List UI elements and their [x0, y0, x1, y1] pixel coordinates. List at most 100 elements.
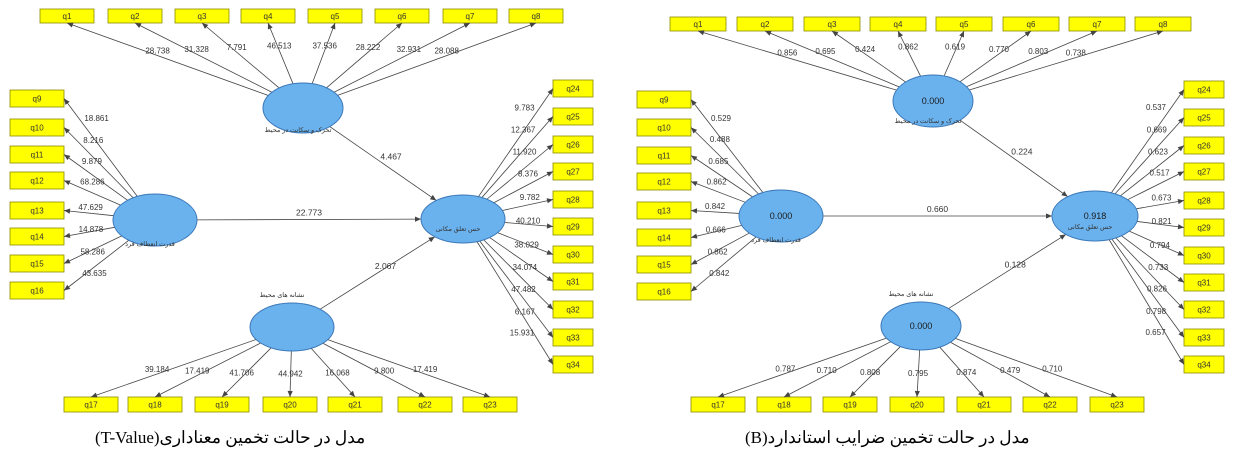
left-latent-individual	[112, 193, 198, 247]
left-loading-q17: 39.184	[145, 365, 170, 374]
right-item-q8-label: q8	[1159, 20, 1168, 29]
right-item-q1-label: q1	[694, 20, 703, 29]
left-loading-line-q27-head	[546, 171, 553, 177]
left-loading-q2: 31.328	[184, 45, 209, 54]
left-loading-line-q32-head	[546, 303, 553, 310]
right-loading-line-q28-head	[1177, 198, 1184, 205]
right-loading-line-q14-head	[691, 233, 698, 239]
left-item-q4-label: q4	[264, 12, 273, 21]
right-item-q6-label: q6	[1027, 20, 1036, 29]
left-loading-line-q13	[63, 210, 114, 217]
left-item-q21-label: q21	[348, 401, 362, 410]
left-loading-q25: 12.367	[511, 125, 536, 134]
right-loading-q22: 0.479	[1000, 366, 1021, 375]
left-loading-line-q17	[90, 339, 257, 398]
right-loading-q12: 0.862	[707, 178, 728, 187]
right-item-q12-label: q12	[657, 178, 671, 187]
left-item-q23-label: q23	[483, 401, 497, 410]
right-loading-q20: 0.795	[908, 369, 929, 378]
right-loading-line-q21	[939, 346, 985, 398]
right-loading-q25: 0.669	[1147, 125, 1168, 134]
right-item-q5-label: q5	[960, 20, 969, 29]
left-loading-q20: 44.942	[278, 370, 303, 379]
right-loading-q5: 0.619	[945, 42, 966, 51]
left-loading-line-q10	[63, 127, 134, 199]
right-loading-line-q4	[897, 30, 921, 77]
right-loading-line-q12-head	[691, 181, 698, 187]
right-loading-line-q15	[690, 232, 750, 265]
left-loading-line-q8-head	[529, 22, 536, 28]
left-loading-q9: 18.861	[84, 114, 109, 123]
right-loading-line-q3	[831, 30, 906, 83]
right-item-q33-label: q33	[1197, 334, 1211, 343]
left-path-line-environment	[319, 236, 436, 310]
right-path-coef-mobility: 0.224	[1011, 146, 1033, 156]
right-item-q10-label: q10	[657, 124, 671, 133]
left-loading-line-q26-head	[546, 144, 553, 151]
right-loading-q15: 0.862	[708, 248, 729, 257]
right-item-q23-label: q23	[1110, 401, 1124, 410]
left-loading-q22: 9.800	[374, 367, 395, 376]
left-loading-line-q22-head	[418, 391, 425, 397]
right-loading-q28: 0.673	[1151, 193, 1172, 202]
left-loading-line-q30	[497, 232, 554, 255]
right-loading-line-q16	[690, 236, 757, 292]
right-item-q19-label: q19	[843, 401, 857, 410]
left-loading-line-q30-head	[546, 249, 553, 255]
right-loading-line-q20-head	[914, 390, 920, 397]
left-item-q24-label: q24	[566, 85, 580, 94]
right-loading-line-q34-head	[1178, 358, 1184, 365]
left-item-q13-label: q13	[30, 207, 44, 216]
right-latent-label-individual: قدرت انعطاف فرد	[751, 236, 801, 244]
left-loading-line-q6-head	[395, 23, 402, 29]
left-path-line-environment-head	[428, 236, 435, 243]
right-loading-q4: 0.862	[898, 42, 919, 51]
left-path-line-mobility-head	[429, 194, 437, 201]
right-loading-line-q17	[717, 337, 887, 398]
right-loading-q26: 0.623	[1148, 148, 1169, 157]
left-loading-line-q25	[481, 116, 554, 198]
left-loading-q6: 28.222	[356, 43, 381, 52]
left-loading-q12: 68.286	[80, 178, 105, 187]
left-loading-q15: 58.286	[80, 248, 105, 257]
right-loading-line-q32-head	[1177, 303, 1184, 310]
left-loading-line-q16	[63, 239, 130, 291]
right-loading-line-q13	[690, 210, 740, 214]
right-loading-line-q29-head	[1177, 224, 1184, 230]
left-loading-line-q26	[486, 144, 554, 200]
right-item-q32-label: q32	[1197, 306, 1211, 315]
right-loading-line-q4-head	[898, 31, 904, 38]
right-loading-q34: 0.657	[1146, 328, 1167, 337]
right-item-q14-label: q14	[657, 234, 671, 243]
left-loading-line-q11	[63, 154, 128, 201]
left-loading-line-q29	[504, 222, 554, 227]
left-item-q3-label: q3	[198, 12, 207, 21]
left-loading-q31: 34.074	[513, 263, 538, 272]
left-item-q25-label: q25	[566, 113, 580, 122]
t-value-model: q128.738q231.328q37.791q446.513q537.536q…	[9, 8, 594, 413]
right-loading-line-q33-head	[1178, 331, 1184, 338]
right-loading-q21: 0.874	[956, 368, 977, 377]
right-loading-line-q23-head	[1110, 392, 1117, 398]
left-loading-line-q4-head	[267, 23, 273, 30]
left-loading-q13: 47.629	[78, 203, 103, 212]
left-loading-line-q2	[134, 22, 273, 93]
right-item-q27-label: q27	[1197, 168, 1211, 177]
right-latent-label-mobility: تحرک و سکانت در محیط	[895, 117, 962, 125]
left-loading-line-q29-head	[546, 223, 553, 229]
right-loading-line-q16-head	[691, 285, 698, 292]
right-loading-line-q27-head	[1177, 171, 1184, 177]
right-item-q22-label: q22	[1043, 401, 1057, 410]
left-loading-line-q24	[478, 88, 554, 197]
right-loading-line-q11	[690, 155, 753, 198]
left-item-q14-label: q14	[30, 233, 44, 242]
left-item-q34-label: q34	[566, 361, 580, 370]
right-loading-q1: 0.856	[777, 49, 798, 58]
right-loading-q18: 0.710	[817, 366, 838, 375]
right-item-q24-label: q24	[1197, 86, 1211, 95]
left-latent-label-environment: نشانه های محیط	[260, 291, 305, 299]
left-loading-q10: 8.216	[83, 136, 104, 145]
left-loading-line-q34-head	[547, 358, 553, 365]
left-loading-line-q21	[310, 348, 356, 398]
left-loading-line-q2-head	[135, 23, 142, 29]
